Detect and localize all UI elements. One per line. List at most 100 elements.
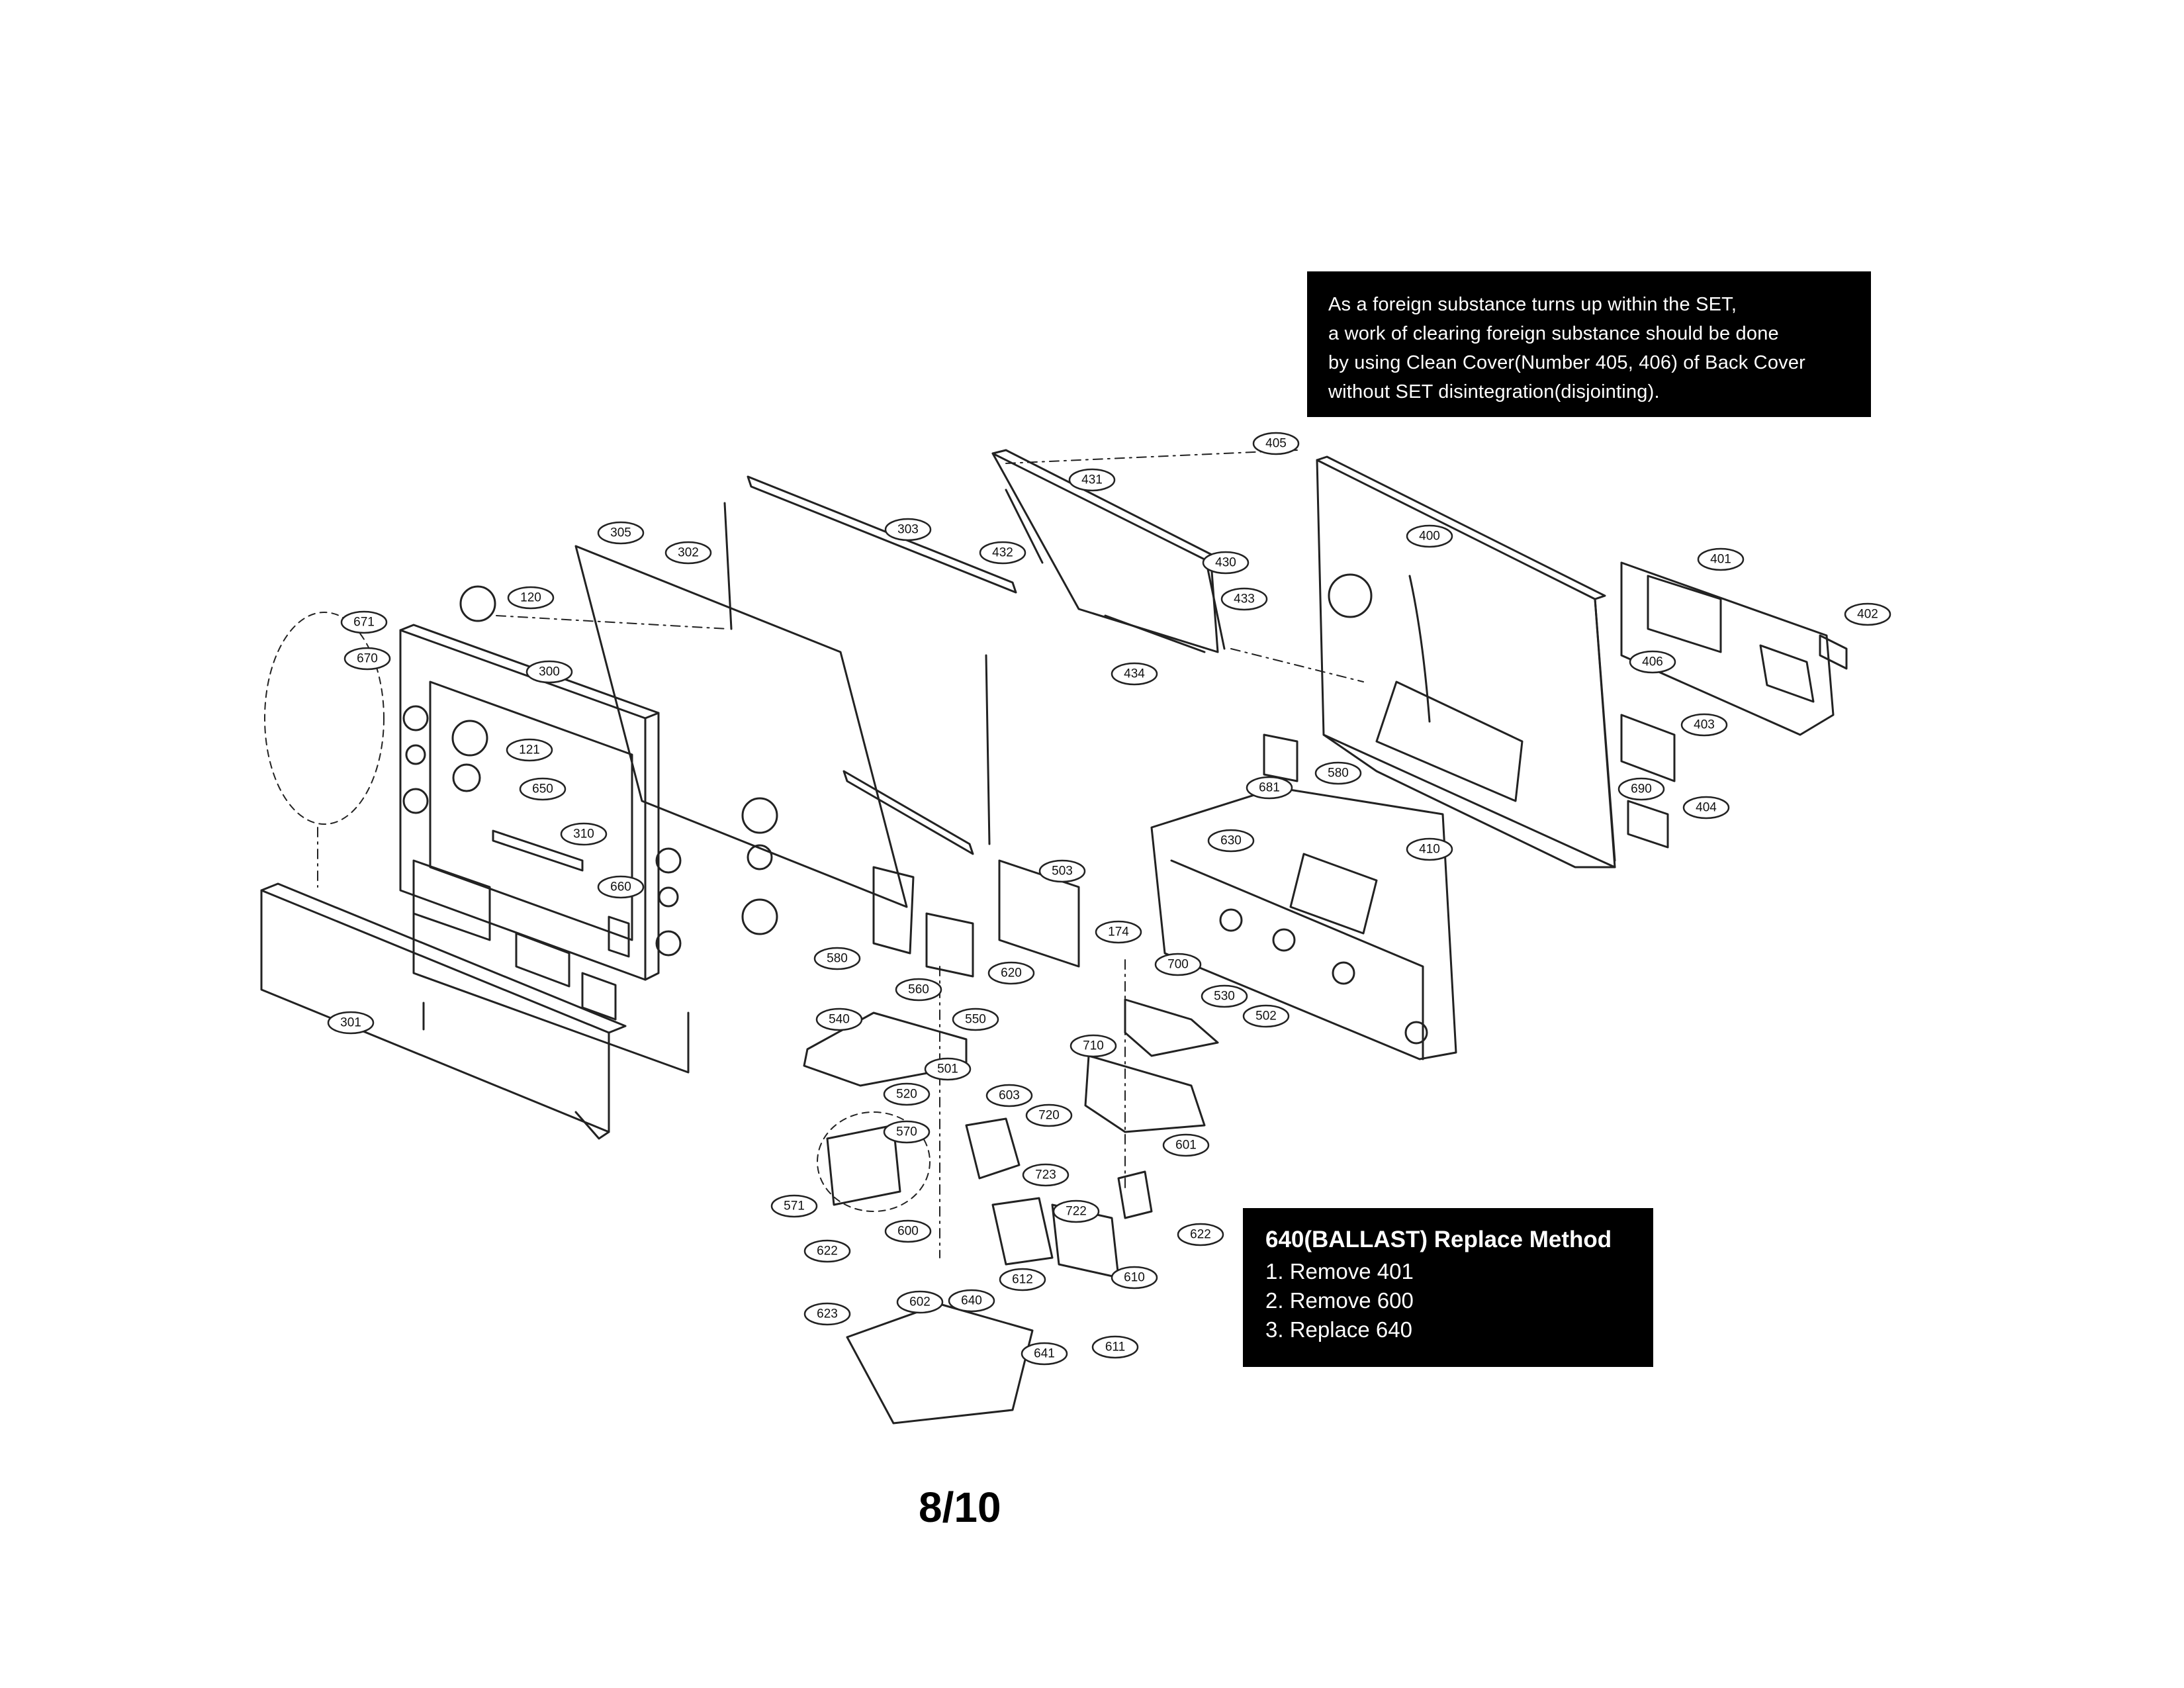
callout-number: 600 — [897, 1225, 919, 1239]
callout-oval — [1406, 524, 1453, 548]
callout-723: 723 — [1022, 1163, 1069, 1187]
callout-number: 570 — [896, 1125, 917, 1139]
callout-305: 305 — [597, 521, 645, 545]
note-line-2: a work of clearing foreign substance sho… — [1328, 323, 1779, 344]
chassis-410 — [1150, 786, 1457, 1060]
callout-number: 720 — [1038, 1109, 1060, 1123]
callout-number: 681 — [1259, 781, 1280, 795]
callout-oval — [979, 541, 1026, 565]
callout-oval — [896, 1290, 944, 1314]
callout-oval — [1220, 587, 1268, 611]
callout-622: 622 — [803, 1239, 851, 1263]
callout-number: 503 — [1052, 865, 1073, 878]
callout-oval — [1068, 468, 1116, 492]
callout-number: 300 — [539, 665, 560, 679]
callout-number: 622 — [817, 1244, 838, 1258]
callout-number: 310 — [573, 827, 594, 841]
small-parts — [492, 714, 1676, 958]
front-frame-300 — [399, 624, 690, 1074]
callout-number: 560 — [908, 983, 929, 997]
callout-120: 120 — [507, 586, 555, 610]
callout-oval — [1246, 776, 1293, 800]
callout-number: 401 — [1710, 553, 1731, 567]
callout-number: 650 — [532, 782, 553, 796]
callout-oval — [1091, 1335, 1139, 1359]
callout-oval — [813, 947, 861, 970]
callout-oval — [883, 1082, 931, 1106]
callout-number: 406 — [1642, 655, 1663, 669]
callout-600: 600 — [884, 1219, 932, 1243]
callout-622: 622 — [1177, 1223, 1224, 1246]
callout-number: 612 — [1012, 1273, 1033, 1287]
callout-oval — [883, 1120, 931, 1144]
callout-number: 622 — [1190, 1228, 1211, 1242]
callout-503: 503 — [1038, 859, 1086, 883]
callout-174: 174 — [1095, 920, 1142, 944]
callout-number: 580 — [1328, 767, 1349, 780]
callout-580: 580 — [813, 947, 861, 970]
callout-oval — [1021, 1342, 1068, 1366]
callout-number: 623 — [817, 1307, 838, 1321]
callout-number: 611 — [1105, 1340, 1125, 1354]
callout-oval — [987, 961, 1035, 985]
callout-580: 580 — [1314, 761, 1362, 785]
callout-720: 720 — [1025, 1103, 1073, 1127]
callout-410: 410 — [1406, 837, 1453, 861]
callout-number: 303 — [897, 523, 919, 537]
callout-430: 430 — [1202, 551, 1250, 575]
callout-oval — [815, 1008, 863, 1031]
callout-number: 540 — [829, 1013, 850, 1027]
callout-number: 434 — [1124, 667, 1145, 681]
callout-number: 722 — [1066, 1205, 1087, 1219]
page-number: 8/10 — [919, 1483, 1001, 1531]
callout-602: 602 — [896, 1290, 944, 1314]
callout-number: 430 — [1215, 556, 1236, 570]
rear-panel-401 — [1620, 561, 1848, 736]
callout-number: 400 — [1419, 530, 1440, 543]
callout-611: 611 — [1091, 1335, 1139, 1359]
callout-520: 520 — [883, 1082, 931, 1106]
callout-number: 120 — [520, 591, 541, 605]
screen-frame-302-303 — [723, 475, 1017, 855]
callout-121: 121 — [506, 738, 553, 762]
callout-number: 630 — [1220, 834, 1242, 848]
callout-number: 433 — [1234, 592, 1255, 606]
callout-number: 432 — [992, 546, 1013, 560]
callout-oval — [999, 1268, 1046, 1291]
callout-number: 501 — [937, 1062, 958, 1076]
callout-oval — [343, 647, 391, 671]
screen-305 — [574, 545, 908, 908]
foreign-substance-note: As a foreign substance turns up within t… — [1307, 271, 1871, 417]
callout-oval — [1314, 761, 1362, 785]
callout-oval — [1201, 984, 1248, 1008]
callout-710: 710 — [1069, 1034, 1117, 1058]
callout-650: 650 — [519, 777, 567, 801]
callout-681: 681 — [1246, 776, 1293, 800]
callout-oval — [519, 777, 567, 801]
callout-670: 670 — [343, 647, 391, 671]
callout-oval — [1406, 837, 1453, 861]
callout-406: 406 — [1629, 650, 1676, 674]
callout-number: 710 — [1083, 1039, 1104, 1053]
ballast-note-title: 640(BALLAST) Replace Method — [1265, 1227, 1612, 1252]
callout-number: 671 — [353, 616, 375, 630]
callout-oval — [803, 1239, 851, 1263]
callout-612: 612 — [999, 1268, 1046, 1291]
speakers-120-121 — [451, 585, 778, 935]
callout-number: 580 — [827, 952, 848, 966]
callout-oval — [597, 521, 645, 545]
callout-oval — [1162, 1133, 1210, 1157]
callout-number: 660 — [610, 880, 631, 894]
callout-oval — [884, 1219, 932, 1243]
callout-number: 640 — [961, 1294, 982, 1308]
callout-630: 630 — [1207, 829, 1255, 853]
callout-number: 520 — [896, 1088, 917, 1102]
callout-number: 690 — [1631, 782, 1652, 796]
callout-number: 601 — [1175, 1139, 1197, 1152]
callout-oval — [1844, 602, 1891, 626]
callout-571: 571 — [770, 1194, 818, 1218]
callout-oval — [1069, 1034, 1117, 1058]
callout-oval — [1111, 662, 1158, 686]
callout-530: 530 — [1201, 984, 1248, 1008]
